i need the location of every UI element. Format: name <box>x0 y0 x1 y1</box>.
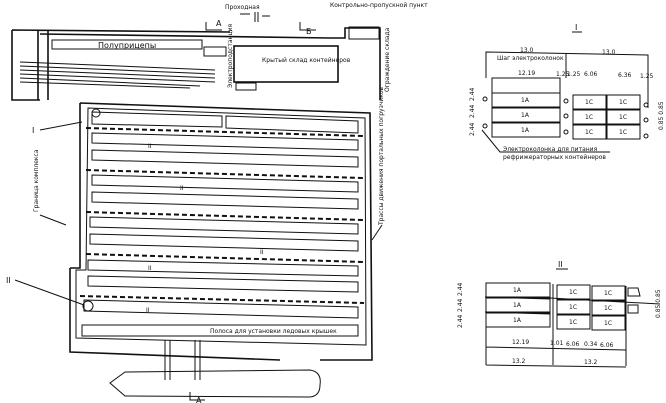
warehouse-annex <box>235 82 257 91</box>
dim-label: 1.01 <box>550 340 564 347</box>
boundary-label: Граница комплекса <box>33 149 40 212</box>
dim-label: 13.0 <box>520 47 534 54</box>
note-line1: Электроколонка для питания <box>503 146 598 153</box>
container-label: 1С <box>619 114 627 121</box>
container-label: 1А <box>513 287 522 294</box>
containers-1c: 1С 1С 1С 1С 1С 1С <box>572 94 641 140</box>
section-a-top <box>205 22 222 31</box>
containers-1a: 1А 1А 1А <box>485 282 551 328</box>
containers-1a: 1А 1А 1А <box>491 92 561 138</box>
section-a-bottom <box>189 392 205 401</box>
detail-I-title: I <box>575 23 577 32</box>
container-label: 1С <box>619 129 627 136</box>
dim-label: 2.44 <box>457 314 464 328</box>
tower-icon <box>82 300 94 312</box>
site-plan: Полуприцепы Крытый склад контейнеров Кон… <box>11 2 428 101</box>
mark-I: I <box>32 126 34 135</box>
semitrailers-label: Полуприцепы <box>98 41 156 50</box>
rail-tracks <box>19 61 216 89</box>
dim-label: 1.25 <box>567 71 581 78</box>
leader-boundary <box>39 214 67 226</box>
dim-label: 0.34 <box>584 341 598 348</box>
yard-boundary <box>69 102 373 361</box>
dim-label: 2.44 <box>469 122 476 136</box>
container-label: 1С <box>585 114 593 121</box>
mark-II: II <box>6 276 11 285</box>
container-label: 1С <box>604 305 612 312</box>
dim-label: 13.2 <box>512 358 526 365</box>
container-label: 1С <box>585 99 593 106</box>
container-label: 1С <box>619 99 627 106</box>
container-label: 1А <box>513 302 522 309</box>
dim-label: 2.44 <box>469 104 476 118</box>
checkpoint-marker <box>240 12 270 22</box>
dim-label: 0.85 0.85 <box>655 289 662 318</box>
section-b-marker <box>299 22 316 31</box>
dim-label: 13.0 <box>602 49 616 56</box>
substation-label: Электроподстанция <box>227 24 234 88</box>
container-label: 1С <box>569 319 577 326</box>
shed <box>203 46 227 57</box>
container-label: 1С <box>604 320 612 327</box>
tower-icon <box>91 108 101 118</box>
container-label: 1А <box>521 97 530 104</box>
row-label: II <box>148 143 152 150</box>
leader-II <box>14 279 85 306</box>
row-label: II <box>146 307 150 314</box>
container-label: 1А <box>513 317 522 324</box>
containers-1c: 1С 1С 1С 1С 1С 1С <box>556 284 626 331</box>
perimeter-top <box>39 27 381 100</box>
container-rows <box>79 111 365 319</box>
container-label: 1С <box>569 289 577 296</box>
dim-label: 2.44 <box>457 282 464 296</box>
section-b-label: Б <box>306 27 312 36</box>
container-label: 1С <box>604 290 612 297</box>
detail-II-title: II <box>558 260 563 269</box>
crane-rails <box>164 340 201 380</box>
control-post <box>348 26 380 40</box>
control-post-label: Контрольно-пропускной пункт <box>330 2 428 9</box>
section-a-bottom-label: А <box>196 396 202 403</box>
covered-warehouse <box>233 45 339 83</box>
dim-label: 6.06 <box>584 71 598 78</box>
container-label: 1С <box>569 304 577 311</box>
strip-label: Полоса для установки ледовых крышек <box>210 328 337 335</box>
row-label: II <box>180 185 184 192</box>
container-label: 1А <box>521 127 530 134</box>
container-label: 1С <box>585 129 593 136</box>
leader-I <box>39 121 83 131</box>
container-label: 1А <box>521 112 530 119</box>
dim-label: 12.19 <box>518 70 535 77</box>
berth <box>109 369 321 398</box>
dim-label: 0.85 0.85 <box>658 101 665 130</box>
dim-label: 12.19 <box>512 339 529 346</box>
dim-label: 6.06 <box>600 342 614 349</box>
crane-tracks-label: Трассы движения портальных погрузчиков <box>378 86 385 226</box>
dim-label: 2.44 <box>457 298 464 312</box>
dim-label: 1.25 <box>556 71 570 78</box>
dim-label: 13.2 <box>584 359 598 366</box>
pitch-label: Шаг электроколонок <box>497 55 564 62</box>
covered-warehouse-label: Крытый склад контейнеров <box>262 57 351 64</box>
section-a-label: А <box>216 19 222 28</box>
dim-label: 6.36 <box>618 72 632 79</box>
leader-tracks <box>371 224 383 241</box>
row-label: II <box>260 249 264 256</box>
dim-label: 2.44 <box>469 87 476 101</box>
dim-label: 1.25 <box>640 73 654 80</box>
checkpoint-label: Проходная <box>225 4 260 11</box>
power-column-icons <box>482 96 649 139</box>
strip-area <box>81 324 359 337</box>
detail-I: I 13.0 13.0 Шаг электроколонок 12.19 1.2… <box>469 23 665 161</box>
container-yard: Полоса для установки ледовых крышек II I… <box>6 86 385 403</box>
semitrailer-area <box>51 39 203 50</box>
access-road <box>11 29 231 101</box>
note-line2: рефрижераторных контейнеров <box>503 154 606 161</box>
fence-label: Ограждение склада <box>384 27 391 92</box>
row-label: II <box>148 265 152 272</box>
dim-label: 6.06 <box>566 341 580 348</box>
detail-II: II 1А 1А 1А 1С 1С 1С 1С 1С 1С 12.19 1.01… <box>457 260 662 368</box>
inner-road <box>75 107 367 346</box>
